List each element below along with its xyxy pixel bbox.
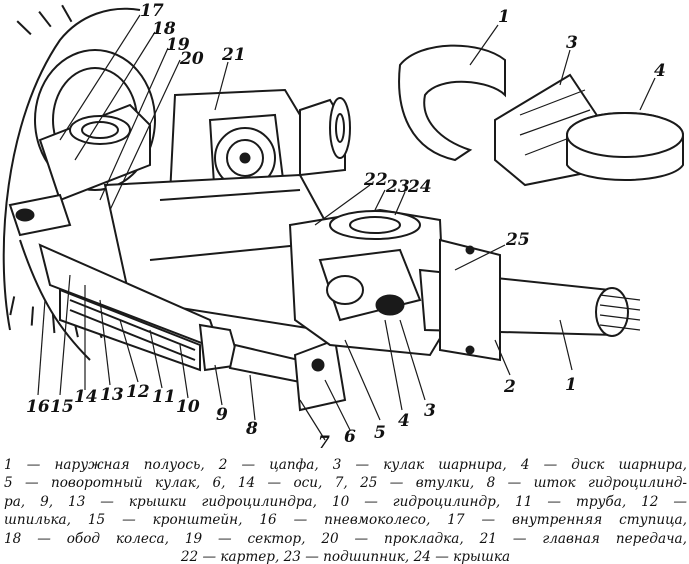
caption-line: 5 — поворотный кулак, 6, 14 — оси, 7, 25… xyxy=(4,475,687,492)
tread-lug xyxy=(9,296,16,316)
callout-16: 16 xyxy=(26,397,50,417)
main-gear-housing-illustration xyxy=(103,88,351,332)
callout-2: 2 xyxy=(503,377,516,397)
callout-7: 7 xyxy=(318,433,330,450)
callout-12: 12 xyxy=(126,382,150,402)
half-shaft-illustration xyxy=(418,238,641,362)
callout-1: 1 xyxy=(565,375,577,395)
callout-19: 19 xyxy=(166,35,190,55)
callout-11: 11 xyxy=(152,387,176,407)
tread-lug xyxy=(38,10,52,28)
callout-20: 20 xyxy=(179,49,204,69)
axle-assembly-drawing: 17 18 19 20 21 22 23 24 25 1 2 3 4 5 6 7… xyxy=(2,1,684,450)
callout-8: 8 xyxy=(245,419,258,439)
callout-24: 24 xyxy=(407,177,432,197)
callout-15: 15 xyxy=(50,397,74,417)
hydraulic-cylinder-illustration xyxy=(38,243,347,412)
inset-callout-1: 1 xyxy=(498,7,510,27)
caption-line: 22 — картер, 23 — подшипник, 24 — крышка xyxy=(180,549,511,564)
callout-3: 3 xyxy=(424,401,436,421)
tread-lug xyxy=(51,313,56,334)
leader-lines xyxy=(37,14,656,441)
callout-13: 13 xyxy=(100,385,124,405)
callout-4: 4 xyxy=(398,411,410,431)
inset-callout-3: 3 xyxy=(566,33,578,53)
callout-10: 10 xyxy=(176,397,200,417)
inset-callout-4: 4 xyxy=(654,61,666,81)
figure-caption: 1 — наружная полуось, 2 — цапфа, 3 — кул… xyxy=(4,456,687,564)
steering-knuckle-illustration xyxy=(288,208,447,357)
tread-lug xyxy=(16,20,32,36)
callout-22: 22 xyxy=(363,170,388,190)
wheel-hub-illustration xyxy=(8,103,151,237)
callout-25: 25 xyxy=(505,230,530,250)
joint-parts-inset xyxy=(398,44,684,187)
tread-lug xyxy=(30,306,34,326)
callout-23: 23 xyxy=(385,177,410,197)
callout-5: 5 xyxy=(374,423,386,443)
callout-6: 6 xyxy=(344,427,356,447)
caption-line: шпилька, 15 — кронштейн, 16 — пневмоколе… xyxy=(4,512,687,529)
caption-line: 1 — наружная полуось, 2 — цапфа, 3 — кул… xyxy=(4,457,687,473)
tread-lug xyxy=(61,4,73,23)
callout-9: 9 xyxy=(216,405,228,425)
caption-line: 18 — обод колеса, 19 — сектор, 20 — прок… xyxy=(4,530,687,547)
caption-line: ра, 9, 13 — крышки гидроцилиндра, 10 — г… xyxy=(4,493,687,510)
callout-14: 14 xyxy=(74,387,98,407)
callout-21: 21 xyxy=(221,45,246,65)
callout-18: 18 xyxy=(152,19,176,39)
callout-17: 17 xyxy=(140,1,164,21)
